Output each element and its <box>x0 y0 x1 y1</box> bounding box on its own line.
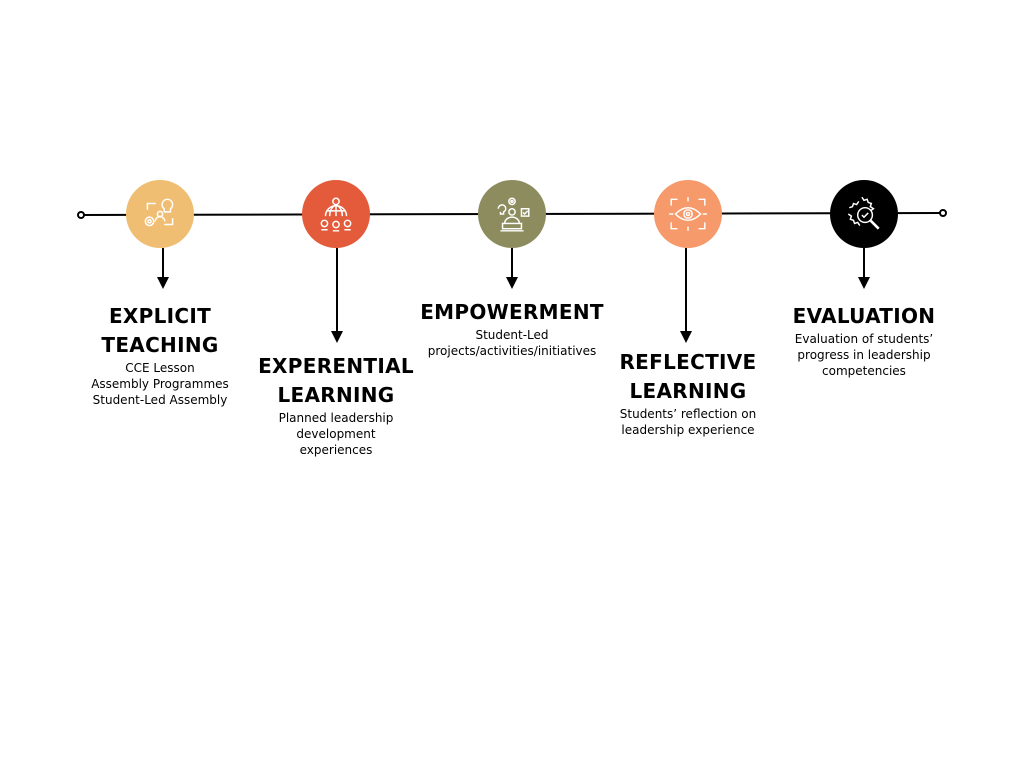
stage-title: REFLECTIVE LEARNING <box>619 350 757 403</box>
stage-description: Student-Led projects/activities/initiati… <box>427 328 597 358</box>
globe-network-icon <box>320 197 352 232</box>
timeline-start-dot <box>77 211 85 219</box>
stage-4-icon-circle <box>654 180 722 248</box>
stage-description: Students’ reflection on leadership exper… <box>619 407 757 437</box>
timeline-end-dot <box>939 209 947 217</box>
stage-description: Planned leadership development experienc… <box>278 411 394 457</box>
gear-search-icon <box>847 196 880 230</box>
stage-title: EVALUATION <box>792 304 936 328</box>
stage-5-icon-circle <box>830 180 898 248</box>
idea-process-icon <box>144 198 174 227</box>
stage-3-icon-circle <box>478 180 546 248</box>
stage-2-icon-circle <box>302 180 370 248</box>
stage-title: EXPLICIT TEACHING <box>101 304 219 357</box>
person-laptop-icon <box>497 197 530 232</box>
stage-reflective-learning: REFLECTIVE LEARNING Students’ reflection… <box>598 348 778 438</box>
eye-focus-icon <box>669 197 707 231</box>
stage-description: Evaluation of students’ progress in lead… <box>794 332 934 378</box>
stage-title: EMPOWERMENT <box>420 300 604 324</box>
stage-experiential-learning: EXPERENTIAL LEARNING Planned leadership … <box>245 352 427 458</box>
stage-evaluation: EVALUATION Evaluation of students’ progr… <box>774 302 954 379</box>
stage-empowerment: EMPOWERMENT Student-Led projects/activit… <box>412 298 612 359</box>
stage-description: CCE Lesson Assembly Programmes Student-L… <box>91 361 229 407</box>
stage-explicit-teaching: EXPLICIT TEACHING CCE Lesson Assembly Pr… <box>70 302 250 408</box>
stage-title: EXPERENTIAL LEARNING <box>258 354 414 407</box>
stage-1-icon-circle <box>126 180 194 248</box>
